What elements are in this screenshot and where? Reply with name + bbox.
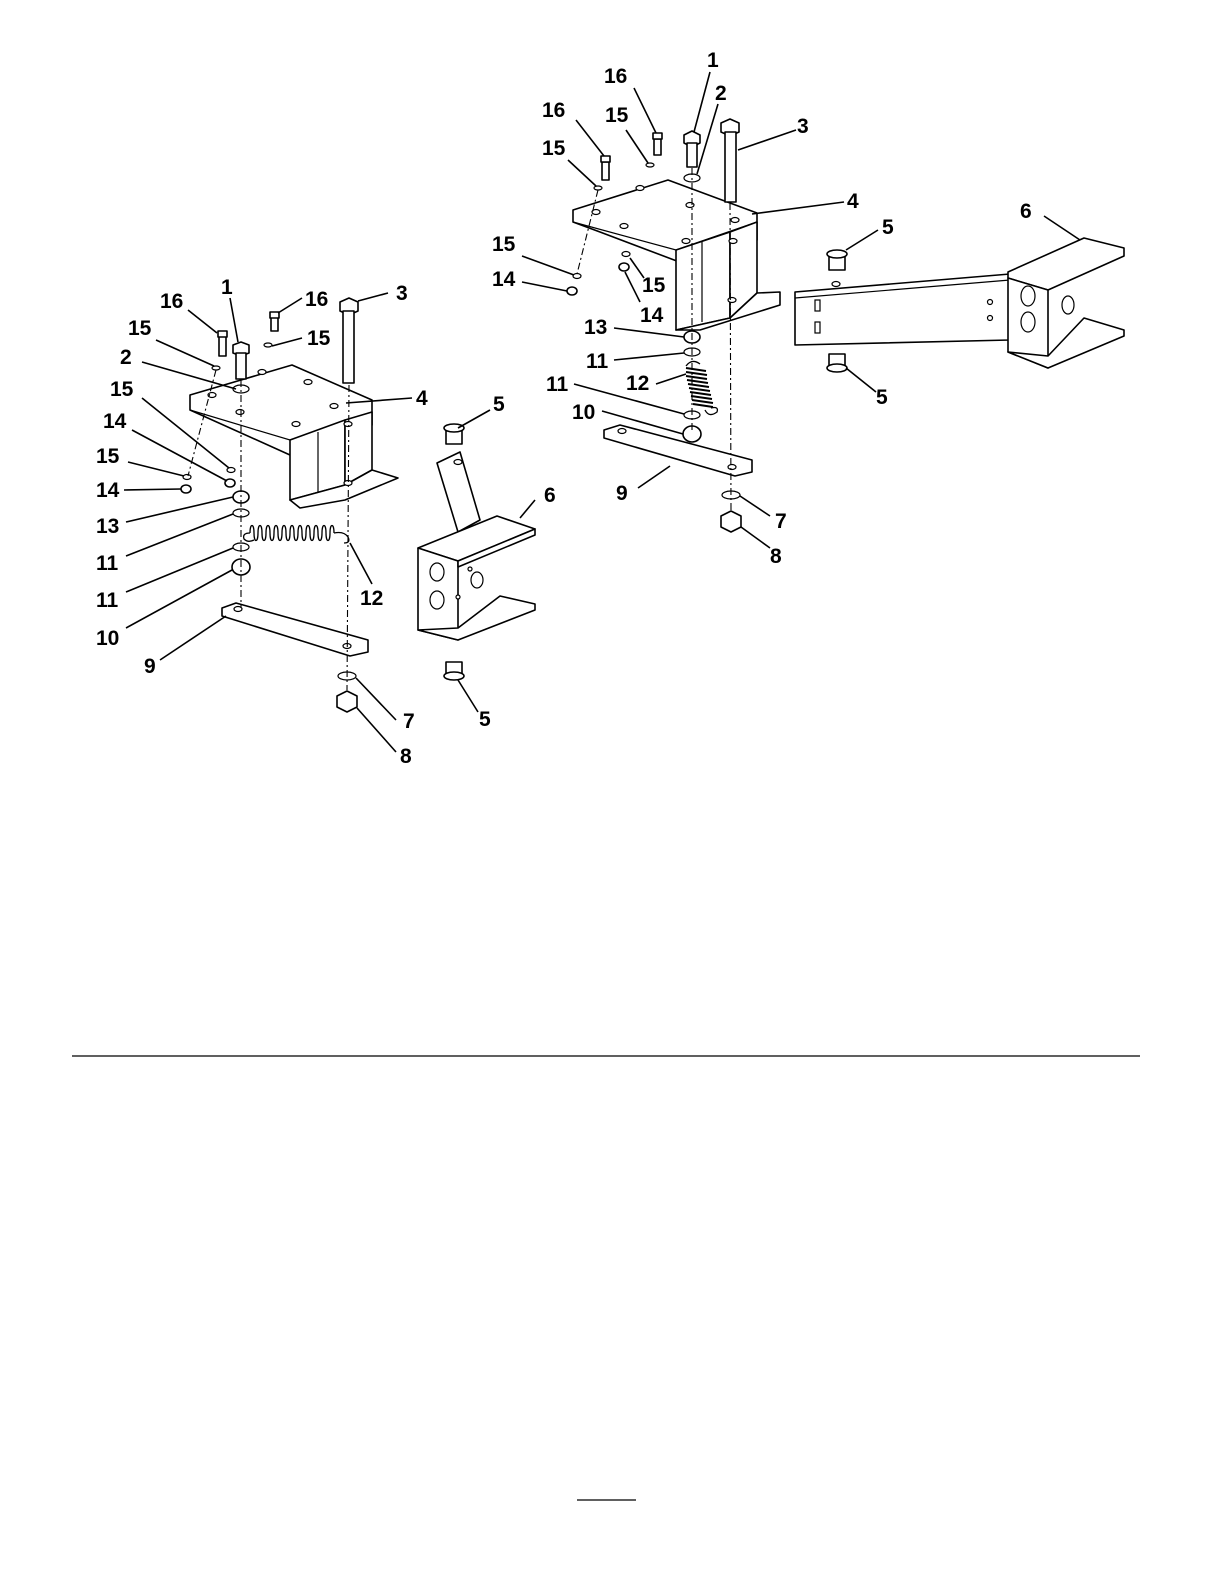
left-callout-4: 4 xyxy=(416,387,428,410)
left-callout-15c: 15 xyxy=(110,378,134,401)
right-callout-6: 6 xyxy=(1020,200,1032,223)
left-callout-5b: 5 xyxy=(479,708,491,731)
left-callout-14a: 14 xyxy=(103,410,127,433)
left-nut-8 xyxy=(337,691,357,712)
right-callout-2: 2 xyxy=(715,82,727,105)
right-callout-15d: 15 xyxy=(642,274,666,297)
right-bolt-short xyxy=(684,131,700,167)
right-bushing-top xyxy=(827,250,847,270)
left-assembly: 1 16 16 3 15 15 2 15 4 14 15 14 13 11 11… xyxy=(96,276,556,768)
right-callout-11a: 11 xyxy=(586,350,609,373)
right-callout-5b: 5 xyxy=(876,386,888,409)
left-callout-3: 3 xyxy=(396,282,408,305)
right-callout-5a: 5 xyxy=(882,216,894,239)
right-callout-15c: 15 xyxy=(492,233,516,256)
right-washer-15a xyxy=(594,186,602,190)
right-callout-3: 3 xyxy=(797,115,809,138)
right-nut-8 xyxy=(721,511,741,532)
left-washer-15d xyxy=(183,475,191,480)
right-small-bolt-b-head xyxy=(653,133,662,139)
left-bolt-long xyxy=(340,298,358,383)
left-callout-1: 1 xyxy=(221,276,233,299)
right-callout-15a: 15 xyxy=(605,104,629,127)
left-callout-2: 2 xyxy=(120,346,132,369)
right-callout-10: 10 xyxy=(572,401,595,424)
right-small-bolt-a xyxy=(602,162,609,180)
left-callout-11a: 11 xyxy=(96,552,119,575)
right-callout-9: 9 xyxy=(616,482,628,505)
left-callout-16b: 16 xyxy=(305,288,328,311)
left-small-bolt-a xyxy=(219,336,226,356)
right-washer-15d xyxy=(622,252,630,257)
right-nut-14a xyxy=(567,287,577,295)
right-callout-16b: 16 xyxy=(542,99,565,122)
left-callout-5a: 5 xyxy=(493,393,505,416)
left-callout-10: 10 xyxy=(96,627,119,650)
right-callout-12: 12 xyxy=(626,372,649,395)
left-nut-14b xyxy=(181,485,191,493)
right-bushing-bottom xyxy=(827,354,847,372)
left-link-plate xyxy=(222,603,368,656)
left-pivot-arm xyxy=(418,452,535,640)
right-spring xyxy=(686,361,717,414)
left-callout-14b: 14 xyxy=(96,479,120,502)
right-small-bolt-b xyxy=(654,139,661,155)
right-assembly: 1 16 2 16 15 3 15 4 6 5 15 15 14 14 13 1… xyxy=(492,49,1124,568)
right-callout-8: 8 xyxy=(770,545,782,568)
left-callout-15a: 15 xyxy=(128,317,152,340)
right-washer-15b xyxy=(646,163,654,167)
left-washer-15a xyxy=(212,366,220,370)
left-callout-16a: 16 xyxy=(160,290,183,313)
right-nut-14b xyxy=(619,263,629,271)
right-callout-4: 4 xyxy=(847,190,859,213)
left-spring xyxy=(244,526,349,544)
right-bolt-long xyxy=(721,119,739,202)
left-callout-12: 12 xyxy=(360,587,383,610)
right-callout-15b: 15 xyxy=(542,137,566,160)
left-callout-15d: 15 xyxy=(96,445,120,468)
left-callout-9: 9 xyxy=(144,655,156,678)
left-small-bolt-a-head xyxy=(218,331,227,337)
left-callout-8: 8 xyxy=(400,745,412,768)
left-small-bolt-b xyxy=(271,317,278,331)
left-bolt-short xyxy=(233,342,249,379)
right-callout-14a: 14 xyxy=(492,268,516,291)
right-mount-bracket xyxy=(573,180,780,330)
left-mount-bracket xyxy=(190,365,398,508)
right-callout-13: 13 xyxy=(584,316,607,339)
right-callout-7: 7 xyxy=(775,510,787,533)
left-callout-11b: 11 xyxy=(96,589,119,612)
right-callout-14b: 14 xyxy=(640,304,664,327)
left-washer-15b xyxy=(264,343,272,347)
left-small-bolt-b-head xyxy=(270,312,279,318)
left-callout-15b: 15 xyxy=(307,327,331,350)
right-callout-11b: 11 xyxy=(546,373,569,396)
left-callout-7: 7 xyxy=(403,710,415,733)
right-callout-16a: 16 xyxy=(604,65,627,88)
left-callout-13: 13 xyxy=(96,515,119,538)
left-callout-6: 6 xyxy=(544,484,556,507)
right-callout-1: 1 xyxy=(707,49,719,72)
left-bushing-bottom xyxy=(444,662,464,680)
right-small-bolt-a-head xyxy=(601,156,610,162)
